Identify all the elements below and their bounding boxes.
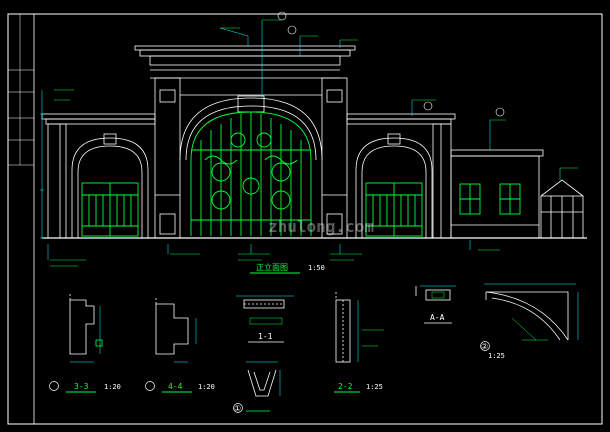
- reference-circles: [277, 11, 505, 117]
- central-gate: [190, 111, 312, 236]
- detail-1-number: ①: [234, 404, 241, 413]
- section-2-2-title: 2-2: [338, 382, 353, 391]
- central-arch: [179, 94, 323, 161]
- detail-1-marker: [233, 403, 243, 413]
- main-elevation-scale: 1:50: [308, 264, 325, 272]
- detail-2-marker: [480, 341, 490, 351]
- section-1-1: [236, 295, 294, 325]
- leader-labels: [50, 19, 578, 267]
- dimension-lines: [40, 20, 561, 260]
- guard-house-windows: [459, 183, 521, 215]
- main-elevation-title: 正立面图: [256, 262, 288, 272]
- section-4-4: [155, 296, 197, 363]
- main-elevation: [40, 11, 587, 267]
- section-1-1-title: 1-1: [258, 332, 273, 341]
- section-3-3-title: 3-3: [74, 382, 89, 391]
- outer-border: [7, 13, 603, 425]
- section-a-a: [415, 285, 456, 301]
- left-side-gate: [81, 182, 139, 237]
- detail-2: [484, 283, 579, 341]
- left-wing: [41, 113, 156, 239]
- watermark: zhulong.com: [268, 217, 374, 236]
- detail-2-number: ②: [481, 342, 488, 351]
- section-3-3: [69, 292, 103, 363]
- title-strip: [8, 14, 34, 166]
- section-4-4-title: 4-4: [168, 382, 183, 391]
- section-a-a-title: A-A: [430, 313, 445, 322]
- section-3-3-marker: [49, 381, 59, 391]
- small-gate: [540, 179, 584, 239]
- detail-2-scale: 1:25: [488, 352, 505, 360]
- right-side-gate: [365, 182, 423, 237]
- section-4-4-scale: 1:20: [198, 383, 215, 391]
- section-3-3-scale: 1:20: [104, 383, 121, 391]
- top-cornice: [134, 45, 356, 79]
- guard-house: [450, 149, 544, 239]
- section-2-2: [335, 292, 384, 363]
- section-2-2-scale: 1:25: [366, 383, 383, 391]
- detail-1: [246, 361, 281, 397]
- section-4-4-marker: [145, 381, 155, 391]
